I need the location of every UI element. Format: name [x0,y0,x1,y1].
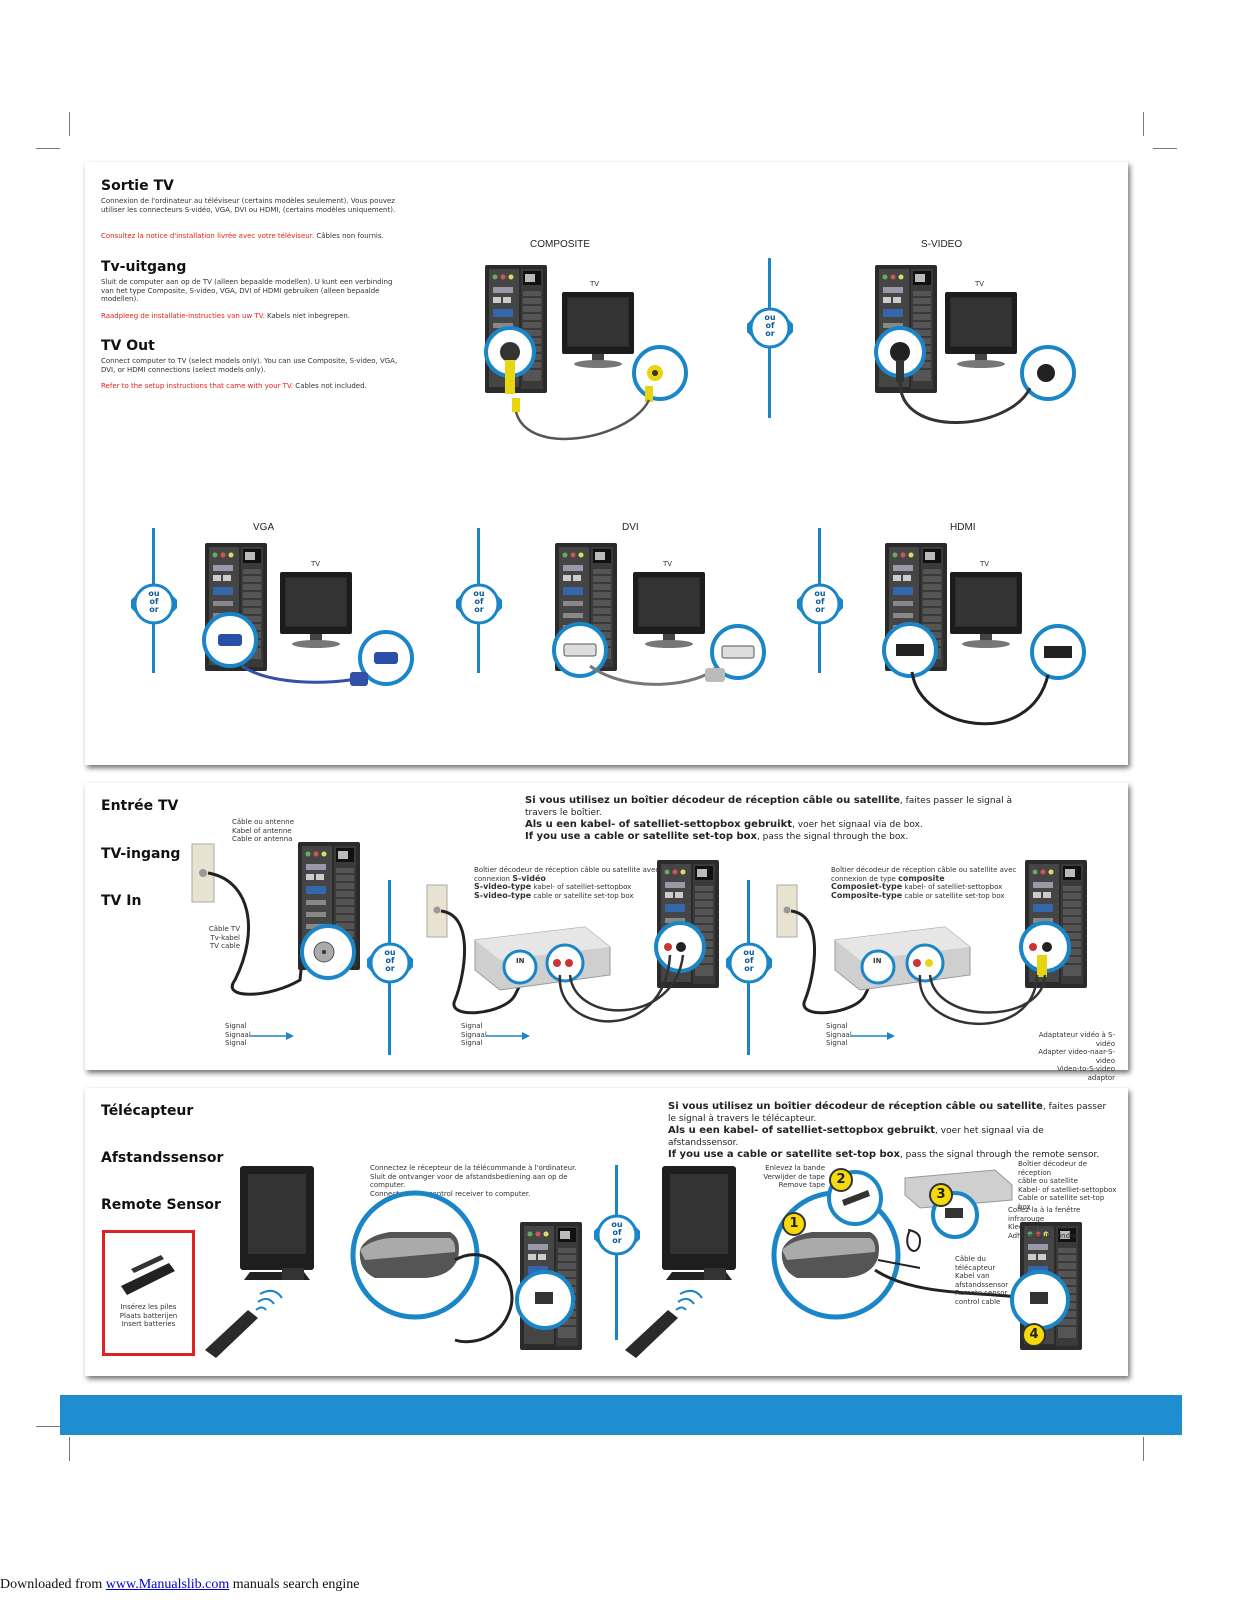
composite-diagram [484,264,688,440]
section-note-en: Refer to the setup instructions that cam… [101,382,367,390]
signal-arrow-icon [250,1032,294,1040]
in-label: IN [873,957,882,965]
settop-sensor-instruction: Si vous utilisez un boîtier décodeur de … [668,1101,1107,1160]
signal-arrow-icon [486,1032,530,1040]
section-note-fr: Consultez la notice d'installation livré… [101,232,384,240]
crop-mark [69,1437,70,1461]
composite-label: COMPOSITE [530,239,591,250]
settop-instruction: Si vous utilisez un boîtier décodeur de … [525,795,1012,842]
footer: Downloaded from www.Manualslib.com manua… [0,1577,360,1592]
dvi-diagram [552,542,766,686]
tv-label: TV [590,280,600,288]
tvin-title-nl: TV-ingang [101,846,181,862]
svideo-label: S-VIDEO [921,239,963,250]
hdmi-diagram [882,542,1086,726]
accent-band [60,1395,1182,1435]
vga-label: VGA [253,522,275,533]
svideo-settop-diagram [426,859,720,1023]
svideo-diagram [874,264,1076,424]
crop-mark [1143,1437,1144,1461]
tv-label: TV [663,560,673,568]
section-title-nl: Tv-uitgang [101,259,187,275]
section-title-fr: Sortie TV [101,178,174,194]
section-note-nl: Raadpleeg de installatie-instructies van… [101,312,351,320]
crop-mark [36,1426,60,1427]
section-body-en: Connect computer to TV (select models on… [101,357,398,374]
section-body-fr: Connexion de l'ordinateur au téléviseur … [101,197,396,214]
crop-mark [36,148,60,149]
composite-box-label: Boîtier décodeur de réception câble ou s… [831,866,1017,900]
tv-label: TV [311,560,321,568]
step-3-badge: 3 [929,1183,953,1207]
in-label: IN [516,957,525,965]
tvin-title-en: TV In [101,893,142,909]
composite-settop-diagram [776,859,1088,1025]
sensor-title-en: Remote Sensor [101,1197,221,1213]
sensor-title-nl: Afstandssensor [101,1150,224,1166]
dvi-label: DVI [622,522,639,533]
crop-mark [1143,112,1144,136]
sensor-title-fr: Télécapteur [101,1103,194,1119]
tv-label: TV [975,280,985,288]
section-body-nl: Sluit de computer aan op de TV (alleen b… [101,278,393,303]
step-2-badge: 2 [829,1168,853,1192]
manualslib-link[interactable]: www.Manualslib.com [105,1577,230,1592]
section-title-en: TV Out [101,338,155,354]
remote-battery-icon [121,1255,175,1295]
hdmi-label: HDMI [950,522,976,533]
vga-diagram [202,542,414,686]
connect-receiver-text: Connectez le récepteur de la télécommand… [370,1164,577,1198]
tvin-title-fr: Entrée TV [101,798,179,814]
crop-mark [69,112,70,136]
step-1-badge: 1 [782,1212,806,1236]
svideo-box-label: Boîtier décodeur de réception câble ou s… [474,866,660,900]
signal-arrow-icon [851,1032,895,1040]
crop-mark [1153,148,1177,149]
remote-sensor-diagram [205,1166,583,1358]
tv-label: TV [980,560,990,568]
step-4-badge: 4 [1022,1323,1046,1347]
tvin-direct-diagram [191,841,361,996]
